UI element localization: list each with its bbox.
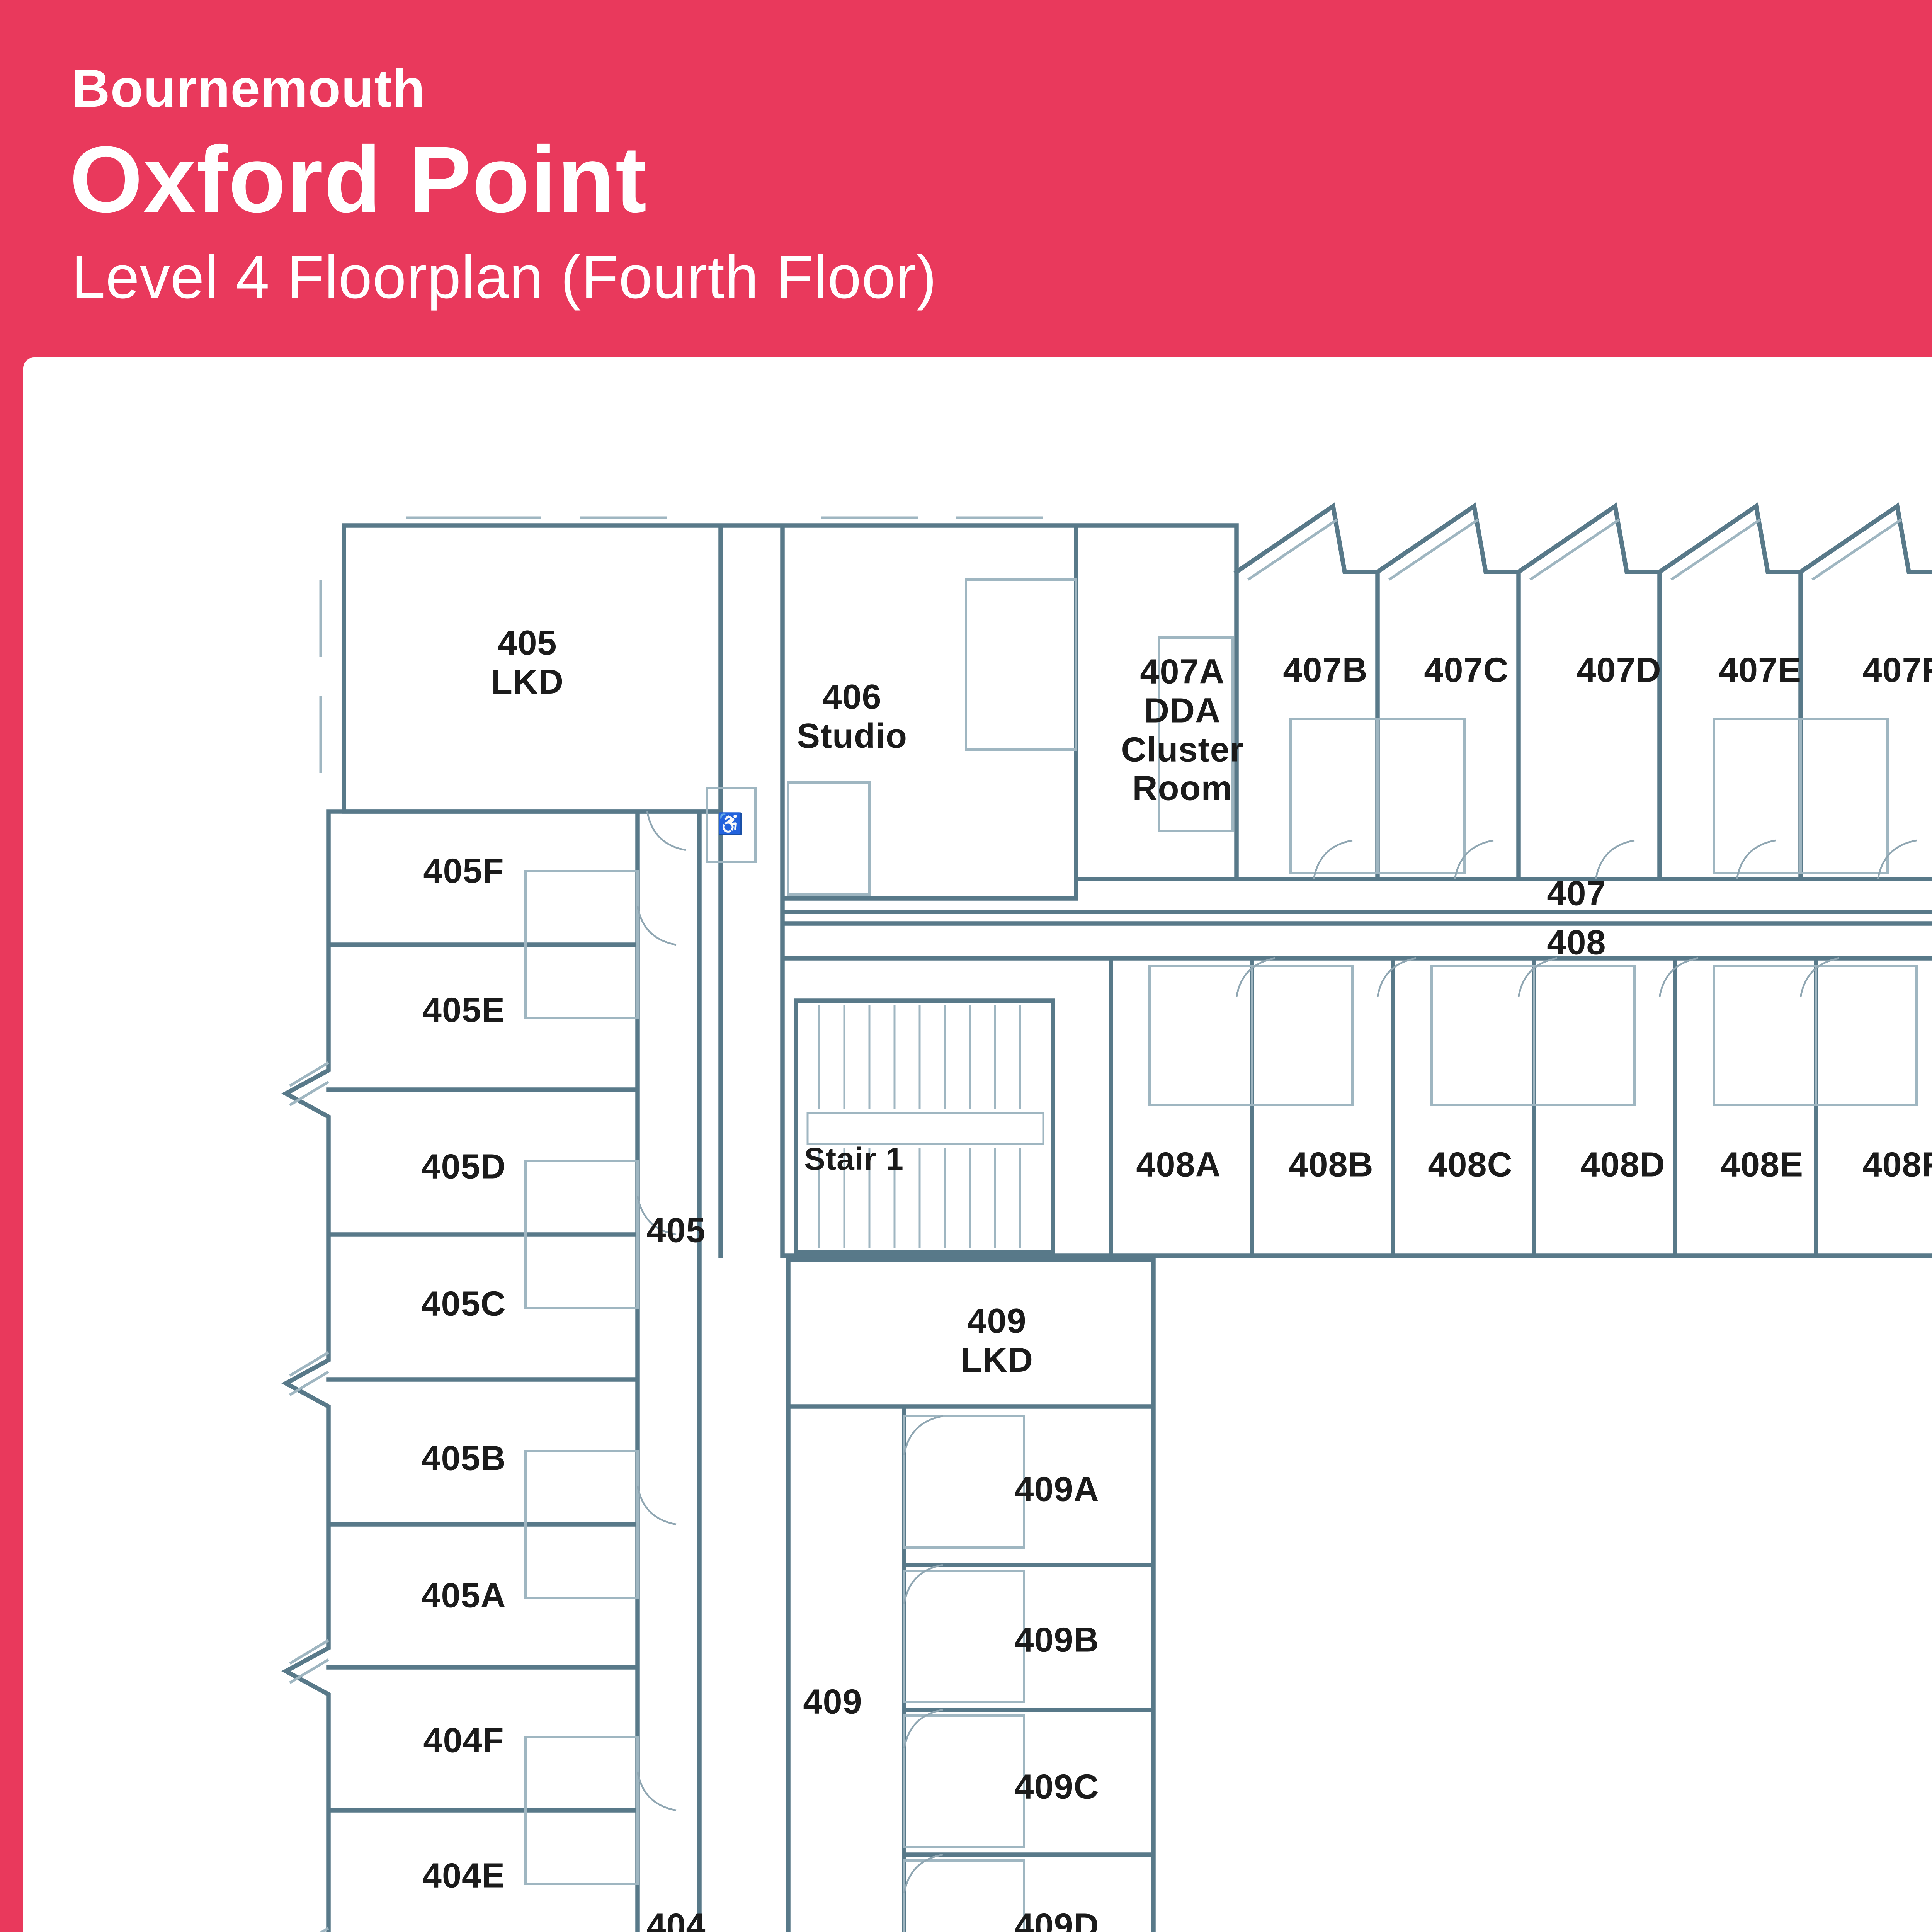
- room-label-407b: 407B: [1283, 651, 1368, 690]
- room-label-405-lkd: 405 LKD: [491, 624, 564, 701]
- room-label-409d: 409D: [1014, 1906, 1099, 1932]
- header-building-title: Oxford Point: [70, 127, 648, 232]
- room-label-404f: 404F: [423, 1721, 504, 1760]
- room-label-407e: 407E: [1718, 651, 1802, 690]
- room-label-405e: 405E: [422, 991, 505, 1030]
- room-label-407f: 407F: [1862, 651, 1932, 690]
- room-label-408a: 408A: [1136, 1145, 1221, 1184]
- accessible-icon: ♿: [717, 812, 743, 836]
- room-label-408d: 408D: [1580, 1145, 1665, 1184]
- room-label-408c: 408C: [1428, 1145, 1513, 1184]
- walls-west-wing: [281, 809, 723, 1932]
- room-label-407d: 407D: [1577, 651, 1662, 690]
- floorplan-drawing: [281, 502, 1932, 1932]
- walls-centre-wing: [786, 998, 1156, 1932]
- room-label-409b: 409B: [1014, 1621, 1099, 1660]
- door-arcs: [636, 811, 1917, 1894]
- room-label-408f: 408F: [1862, 1145, 1932, 1184]
- walls-north-wing: [342, 502, 1932, 1258]
- room-label-405d: 405D: [421, 1147, 506, 1186]
- room-label-405b: 405B: [421, 1439, 506, 1478]
- room-label-409a: 409A: [1014, 1470, 1099, 1509]
- bathroom-pods: [524, 578, 1918, 1932]
- room-label-409c: 409C: [1014, 1767, 1099, 1806]
- room-label-409-lkd: 409 LKD: [961, 1302, 1033, 1379]
- corridor-label-404: 404: [646, 1906, 706, 1932]
- room-label-408b: 408B: [1289, 1145, 1374, 1184]
- room-label-408e: 408E: [1720, 1145, 1804, 1184]
- room-label-407c: 407C: [1424, 651, 1509, 690]
- room-label-405f: 405F: [423, 852, 504, 891]
- corridor-label-405: 405: [646, 1211, 706, 1250]
- header-subtitle: Level 4 Floorplan (Fourth Floor): [71, 243, 937, 311]
- corridor-label-409: 409: [803, 1682, 862, 1721]
- stair1-treads: [806, 1005, 1044, 1248]
- room-label-406-studio: 406 Studio: [797, 678, 907, 755]
- room-label-405a: 405A: [421, 1576, 506, 1615]
- room-label-407a-dda-cluster: 407A DDA Cluster Room: [1121, 652, 1244, 808]
- window-marks: [289, 516, 1902, 1932]
- corridor-label-408: 408: [1547, 923, 1606, 962]
- stair1-label: Stair 1: [804, 1141, 904, 1177]
- room-label-405c: 405C: [421, 1284, 506, 1323]
- walls-courtyard: [1152, 1256, 1155, 1260]
- corridor-label-407: 407: [1547, 874, 1606, 913]
- room-label-404e: 404E: [422, 1856, 505, 1895]
- header-location: Bournemouth: [71, 59, 425, 118]
